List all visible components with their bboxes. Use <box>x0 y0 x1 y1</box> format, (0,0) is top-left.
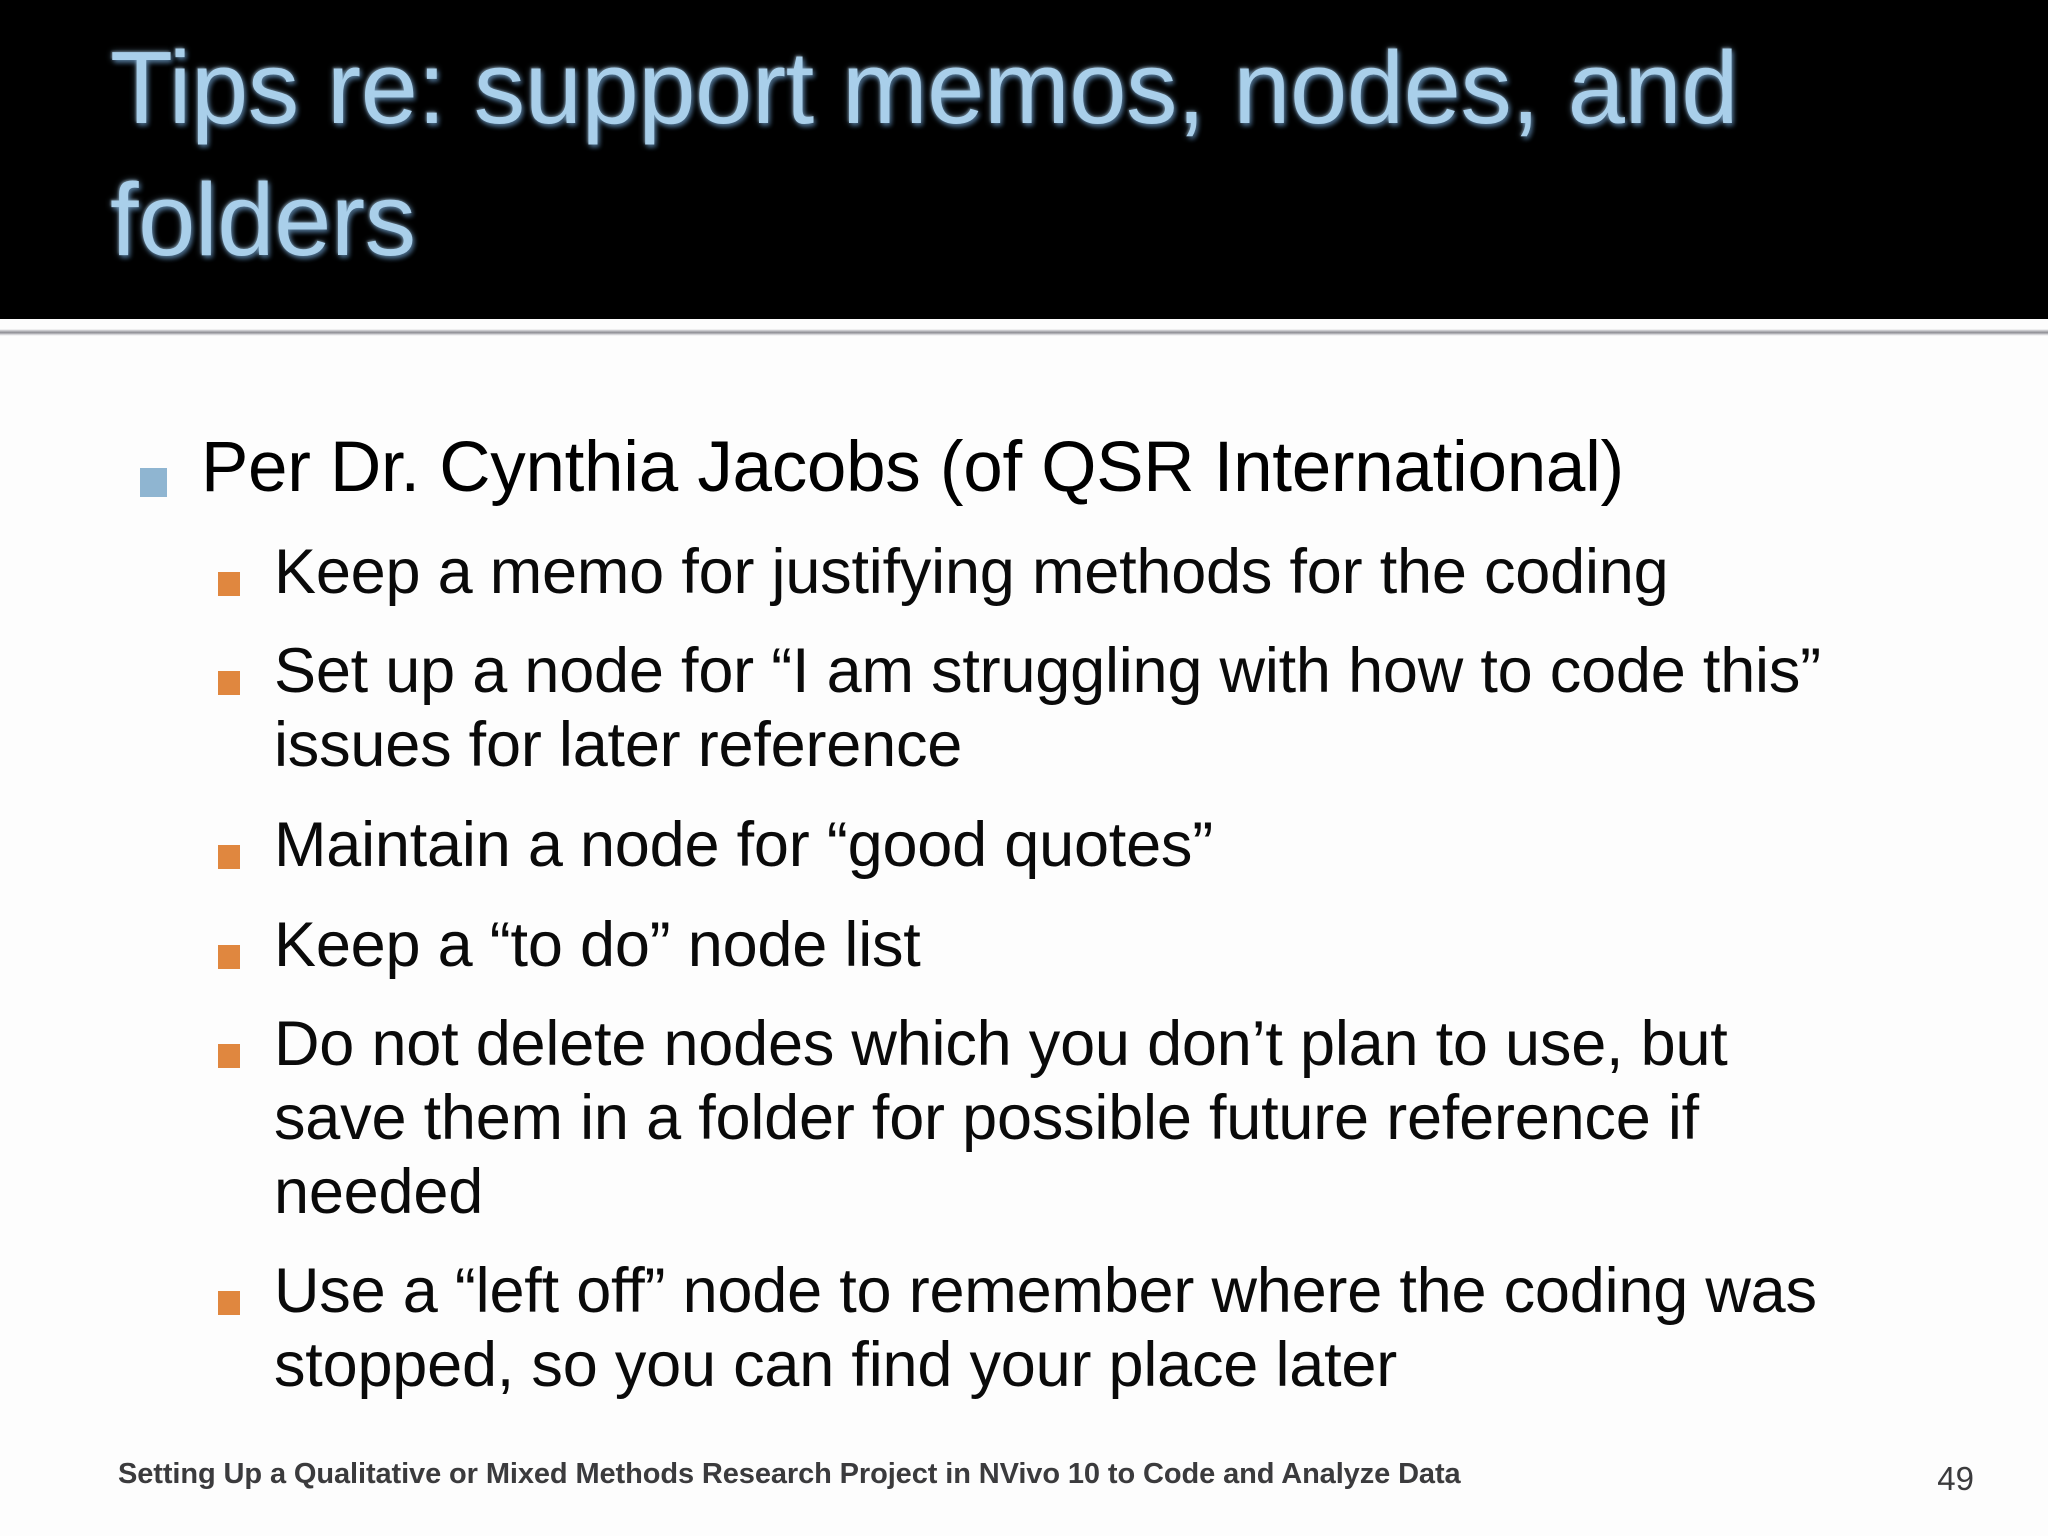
bullet-square-icon <box>218 944 240 969</box>
slide-title: Tips re: support memos, nodes, and folde… <box>110 30 1738 277</box>
bullet-level2-text: Set up a node for “I am struggling with … <box>274 636 1821 781</box>
bullet-square-icon <box>218 571 240 596</box>
bullet-square-icon <box>218 1291 240 1316</box>
bullet-level2: Maintain a node for “good quotes” <box>140 809 1978 883</box>
slide-footer: Setting Up a Qualitative or Mixed Method… <box>0 1432 2048 1536</box>
bullet-level2: Keep a “to do” node list <box>140 909 1978 983</box>
bullet-level2-text: Keep a “to do” node list <box>274 909 921 980</box>
bullet-level2: Use a “left off” node to remember where … <box>140 1255 1978 1402</box>
footer-title: Setting Up a Qualitative or Mixed Method… <box>118 1458 1461 1490</box>
slide-body: Per Dr. Cynthia Jacobs (of QSR Internati… <box>0 352 2048 1432</box>
bullet-level1-text: Per Dr. Cynthia Jacobs (of QSR Internati… <box>201 428 1624 507</box>
bullet-level2-text: Use a “left off” node to remember where … <box>274 1256 1817 1401</box>
slide-page-number: 49 <box>1937 1460 1974 1497</box>
banner-divider <box>0 329 2048 336</box>
bullet-square-icon <box>140 468 167 497</box>
bullet-level2: Keep a memo for justifying methods for t… <box>140 536 1978 610</box>
bullet-level2-text: Do not delete nodes which you don’t plan… <box>274 1009 1728 1227</box>
bullet-level1: Per Dr. Cynthia Jacobs (of QSR Internati… <box>140 426 1978 510</box>
bullet-level2: Set up a node for “I am struggling with … <box>140 635 1978 782</box>
bullet-level2: Do not delete nodes which you don’t plan… <box>140 1008 1978 1229</box>
bullet-square-icon <box>218 1044 240 1069</box>
slide-title-banner: Tips re: support memos, nodes, and folde… <box>0 0 2048 319</box>
bullet-level2-text: Maintain a node for “good quotes” <box>274 809 1214 880</box>
bullet-square-icon <box>218 671 240 696</box>
bullet-level2-text: Keep a memo for justifying methods for t… <box>274 536 1669 607</box>
bullet-square-icon <box>218 844 240 869</box>
